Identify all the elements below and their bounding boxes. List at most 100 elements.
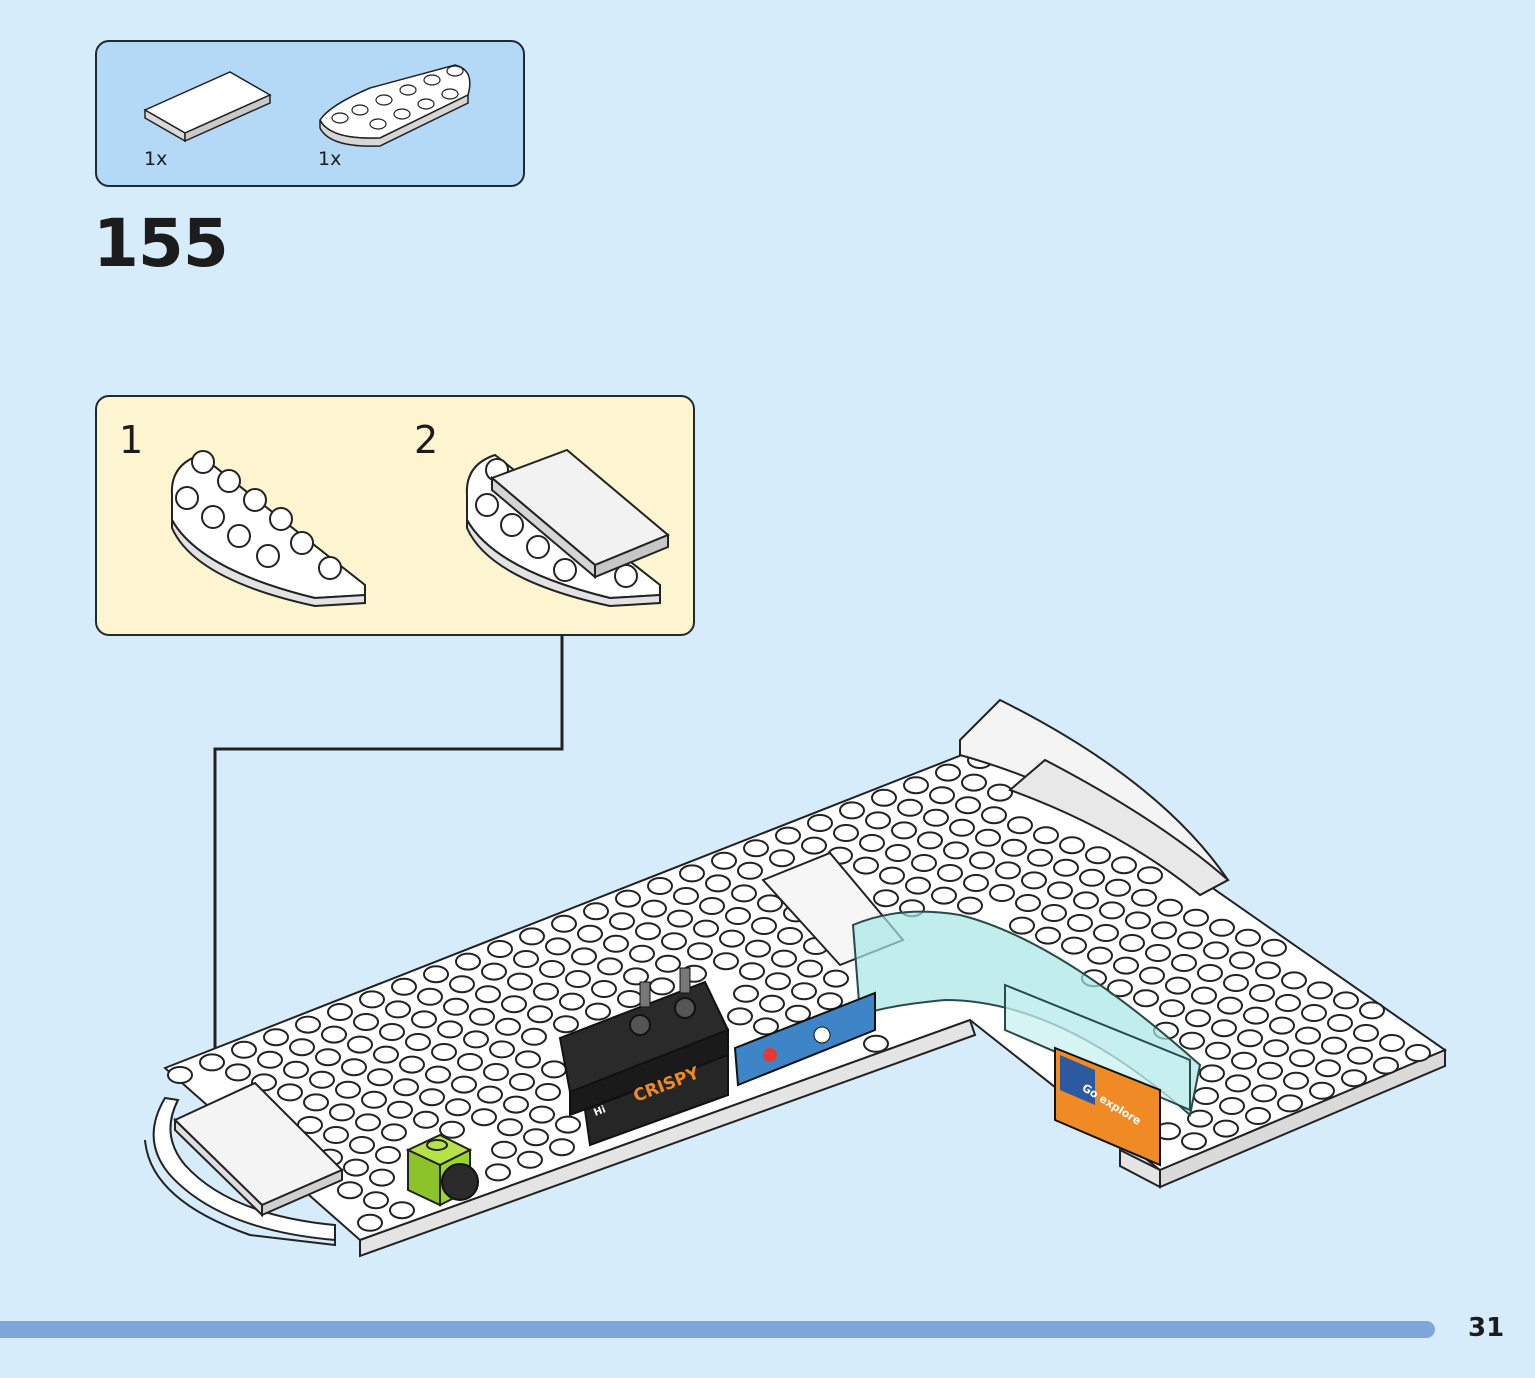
stud	[1219, 1097, 1245, 1115]
stud	[1283, 1071, 1309, 1090]
stud	[1199, 1064, 1225, 1083]
stud	[321, 1025, 347, 1044]
stud	[167, 1066, 193, 1084]
stud	[541, 1060, 567, 1079]
stud	[1021, 871, 1047, 890]
round-plate-part-icon	[319, 64, 471, 147]
stud	[1087, 946, 1113, 965]
stud	[963, 874, 989, 892]
stud	[337, 1181, 363, 1200]
stud	[471, 1108, 497, 1127]
stud	[725, 907, 751, 925]
stud	[1107, 979, 1133, 998]
stud	[673, 887, 699, 905]
stud	[769, 849, 795, 868]
stud	[753, 1017, 779, 1036]
stud	[1217, 996, 1243, 1015]
stud	[585, 1002, 611, 1021]
stud	[577, 924, 603, 943]
stud	[969, 851, 995, 870]
stud	[357, 1213, 383, 1232]
stud	[629, 944, 655, 963]
sub-step-number-1: 1	[119, 418, 144, 462]
stud	[1009, 916, 1035, 935]
stud	[363, 1191, 389, 1210]
stud	[661, 932, 687, 951]
stud	[1223, 974, 1249, 992]
stud	[1309, 1081, 1335, 1100]
stud	[1145, 944, 1171, 962]
stud	[923, 808, 949, 827]
stud	[545, 937, 571, 956]
stud	[617, 990, 643, 1008]
stud	[517, 1150, 543, 1169]
stud	[315, 1048, 341, 1067]
stud	[649, 977, 675, 996]
stud	[347, 1035, 373, 1054]
stud	[635, 922, 661, 941]
stud	[381, 1123, 407, 1142]
stud	[289, 1038, 315, 1057]
stud	[385, 1000, 411, 1019]
stud	[771, 949, 797, 968]
stud	[757, 894, 783, 913]
stud	[801, 836, 827, 855]
stud	[1105, 878, 1131, 897]
stud	[565, 970, 591, 988]
stud	[759, 994, 785, 1013]
stud	[1171, 954, 1197, 972]
stud	[1245, 1107, 1271, 1125]
stud	[379, 1023, 405, 1041]
stud	[1353, 1024, 1379, 1042]
stud	[551, 914, 577, 933]
stud	[1151, 921, 1177, 940]
stud	[905, 876, 931, 895]
stud	[335, 1080, 361, 1099]
stud	[1183, 908, 1209, 927]
stud	[1379, 1034, 1405, 1052]
stud	[727, 1007, 753, 1026]
transparent-display-icon	[851, 910, 1202, 1117]
stud	[1347, 1046, 1373, 1065]
stud	[995, 861, 1021, 880]
stud	[609, 912, 635, 931]
stud	[1205, 1041, 1231, 1060]
stud	[687, 942, 713, 961]
stud	[463, 1030, 489, 1049]
stud	[1225, 1074, 1251, 1093]
stud	[555, 1115, 581, 1134]
stud	[393, 1078, 419, 1097]
stud	[1277, 1094, 1303, 1113]
stud	[329, 1103, 355, 1122]
stud	[485, 1163, 511, 1182]
part-quantity-1: 1x	[144, 148, 168, 170]
placed-tile-icon	[173, 1081, 344, 1218]
stud	[469, 1007, 495, 1026]
stud	[623, 967, 649, 986]
stud	[549, 1138, 575, 1157]
stud	[751, 917, 777, 935]
stud	[1405, 1044, 1431, 1062]
stud	[1281, 971, 1307, 990]
stud	[1211, 1019, 1237, 1038]
stud	[1341, 1069, 1367, 1088]
stud	[615, 889, 641, 908]
stud	[807, 814, 833, 832]
stud	[1191, 986, 1217, 1005]
stud	[937, 864, 963, 882]
stud	[341, 1058, 367, 1077]
stud	[1315, 1059, 1341, 1078]
stud	[1269, 1016, 1295, 1035]
stud	[263, 1028, 289, 1047]
stud	[765, 972, 791, 991]
stud	[1187, 1109, 1213, 1128]
stud	[425, 1065, 451, 1084]
stud	[1203, 941, 1229, 960]
stud	[823, 969, 849, 988]
stud	[1289, 1049, 1315, 1068]
stud	[411, 1010, 437, 1029]
stud	[1235, 928, 1261, 947]
stud	[949, 818, 975, 837]
stud	[367, 1068, 393, 1087]
stud	[1255, 961, 1281, 980]
